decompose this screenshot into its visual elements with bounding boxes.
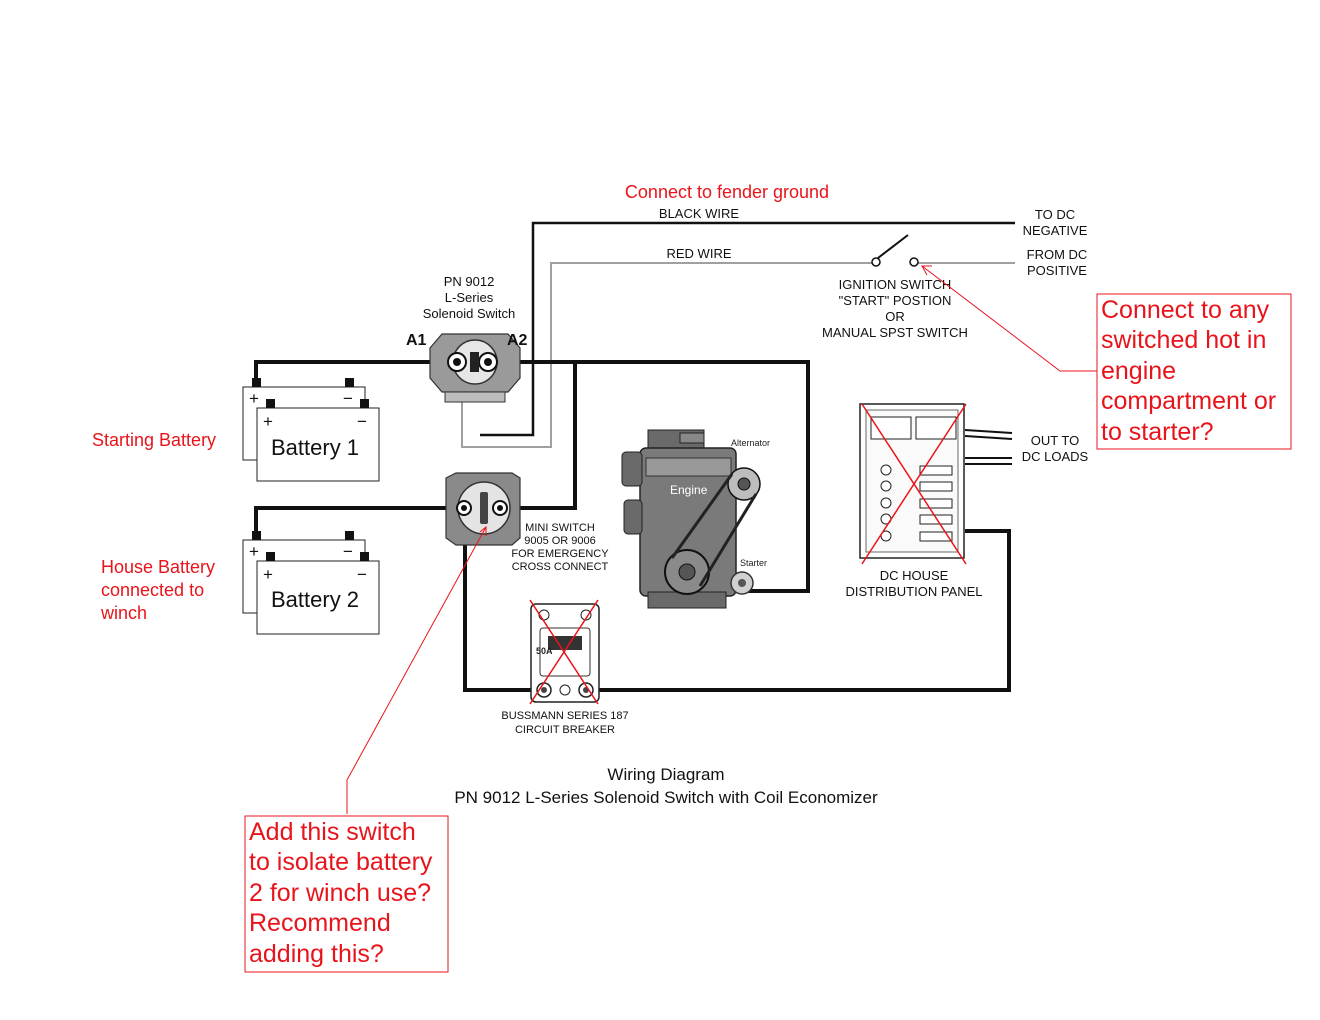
dc-distribution-panel [859,403,967,565]
ignition-switch [871,234,919,267]
switched-hot-arrowhead [921,265,932,276]
to-dc-negative-2: NEGATIVE [1023,223,1088,238]
switched-hot-box [1096,293,1292,450]
solenoid-label-2: L-Series [445,290,494,305]
battery-2-group: + − + − Battery 2 [242,531,380,635]
switched-hot-note-1: Connect to any [1101,296,1270,324]
red-wire-label: RED WIRE [667,246,732,261]
battery-2-back-minus: − [343,542,353,561]
alternator-label: Alternator [731,438,770,448]
wire-a2-miniswitch [505,362,577,510]
battery-2-plus: + [263,565,273,584]
terminal-a1-label: A1 [406,332,427,349]
dc-panel-label-2: DISTRIBUTION PANEL [845,584,982,599]
starter-label: Starter [740,558,767,568]
mini-switch-label-4: CROSS CONNECT [512,561,609,573]
switched-hot-note-3: engine [1101,357,1176,385]
battery-2-minus: − [357,565,367,584]
solenoid-label-3: Solenoid Switch [423,306,516,321]
caption-subtitle: PN 9012 L-Series Solenoid Switch with Co… [454,788,878,807]
ignition-label-2: "START" POSTION [839,293,952,308]
wire-breaker-panel [586,529,1011,692]
engine: Engine Alternator Starter [621,429,770,609]
black-wire [480,221,1015,437]
switched-hot-leader [921,265,1097,372]
annotations: Connect to fender ground Starting Batter… [92,182,1292,973]
starting-battery-note: Starting Battery [92,430,216,450]
out-to-loads-1: OUT TO [1031,433,1079,448]
out-to-loads-2: DC LOADS [1022,449,1089,464]
battery-1-label: Battery 1 [271,435,359,460]
to-dc-negative-1: TO DC [1035,207,1075,222]
panel-cross-2 [861,403,967,565]
caption-title: Wiring Diagram [607,765,724,784]
battery-1-minus: − [357,412,367,431]
ignition-label-1: IGNITION SWITCH [839,277,952,292]
solenoid-label-1: PN 9012 [444,274,495,289]
from-dc-positive-1: FROM DC [1027,247,1088,262]
add-switch-leader [346,526,487,814]
from-dc-positive-2: POSITIVE [1027,263,1087,278]
add-switch-box [244,815,449,973]
switched-hot-note-4: compartment or [1101,387,1276,415]
ignition-label-3: OR [885,309,905,324]
panel-breakers [880,464,953,542]
wire-batt1-a1 [254,360,440,385]
black-wire-label: BLACK WIRE [659,206,740,221]
switched-hot-note-5: to starter? [1101,418,1214,446]
ignition-label-4: MANUAL SPST SWITCH [822,325,968,340]
circuit-breaker: 50A [529,599,600,705]
load-wire-1b [964,435,1013,440]
battery-2-back-plus: + [249,542,259,561]
breaker-cross-2 [529,599,599,705]
wires [254,221,1015,692]
house-battery-note-2: connected to [101,580,204,600]
house-battery-note-1: House Battery [101,557,215,577]
breaker-label-2: CIRCUIT BREAKER [515,724,615,736]
wire-a2-starter [490,360,810,593]
add-switch-note-4: Recommend [249,909,391,937]
breaker-label-1: BUSSMANN SERIES 187 [501,710,628,722]
dc-panel-label-1: DC HOUSE [880,568,949,583]
wire-miniswitch-breaker [463,520,544,692]
add-switch-note-1: Add this switch [249,818,416,846]
load-wire-1 [964,429,1013,434]
battery-1-back-plus: + [249,389,259,408]
terminal-a2-label: A2 [507,332,528,349]
mini-switch [445,472,521,546]
house-battery-note-3: winch [100,603,147,623]
switched-hot-note-2: switched hot in [1101,326,1266,354]
add-switch-note-3: 2 for winch use? [249,879,431,907]
breaker-rating: 50A [536,646,553,656]
battery-1-group: + − + − Battery 1 [242,378,380,482]
fender-ground-note: Connect to fender ground [625,182,829,202]
add-switch-note-5: adding this? [249,940,384,968]
mini-switch-label-2: 9005 OR 9006 [524,535,596,547]
battery-2-label: Battery 2 [271,587,359,612]
engine-label: Engine [670,483,708,497]
battery-1-back-minus: − [343,389,353,408]
wire-batt2-miniswitch [254,506,462,538]
mini-switch-label-3: FOR EMERGENCY [511,548,609,560]
component-labels: BLACK WIRE RED WIRE TO DC NEGATIVE FROM … [406,206,1089,807]
mini-switch-label-1: MINI SWITCH [525,522,595,534]
solenoid-switch [429,333,521,403]
battery-1-plus: + [263,412,273,431]
red-wire [461,262,875,448]
add-switch-arrowhead [479,525,487,536]
add-switch-note-2: to isolate battery [249,848,433,876]
